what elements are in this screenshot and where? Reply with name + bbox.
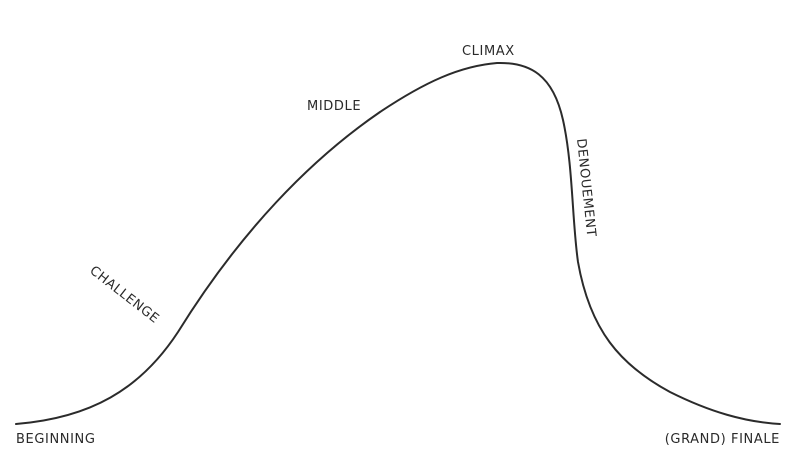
label-climax: CLIMAX xyxy=(462,44,515,59)
label-challenge: CHALLENGE xyxy=(87,263,162,326)
label-grand-finale: (GRAND) FINALE xyxy=(665,432,780,447)
label-denouement: DENOUEMENT xyxy=(573,138,598,238)
label-beginning: BEGINNING xyxy=(16,432,96,447)
label-middle: MIDDLE xyxy=(307,99,361,114)
story-arc-curve xyxy=(15,61,781,425)
